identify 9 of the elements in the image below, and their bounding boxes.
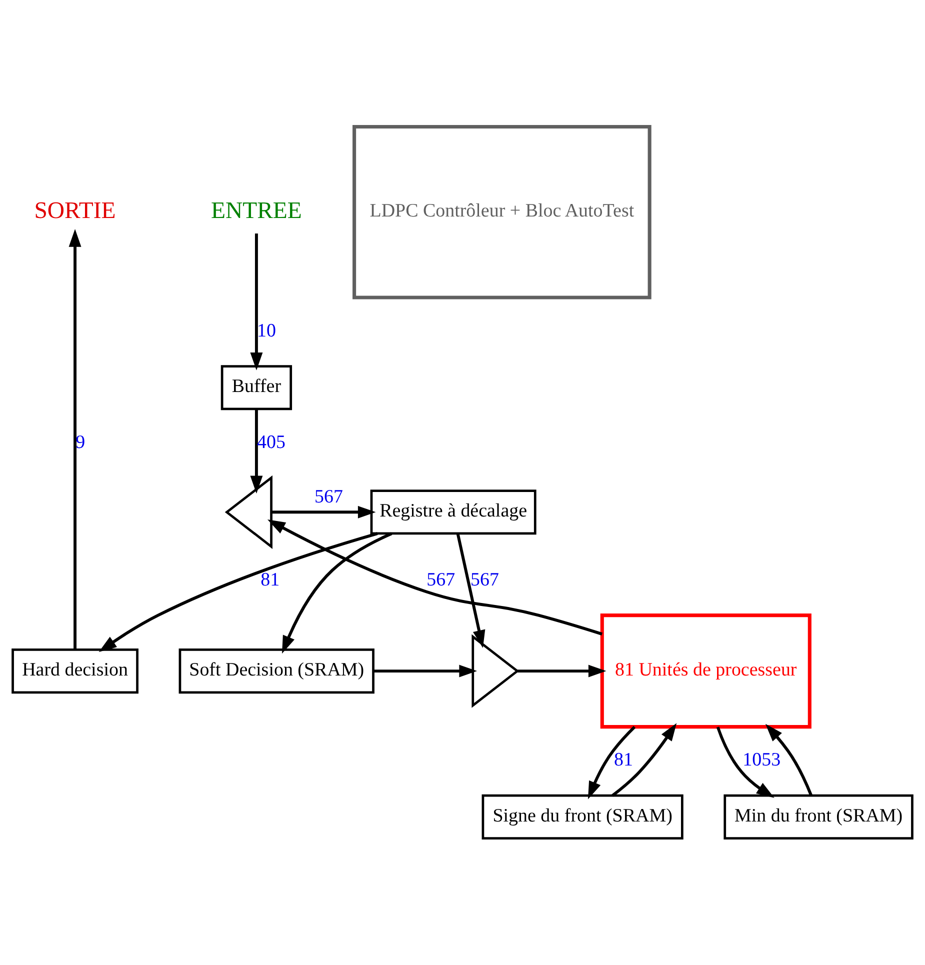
edge-label: 567 [426, 569, 456, 590]
edge-label: 1053 [742, 750, 781, 771]
edge-label: 81 [614, 750, 633, 771]
edge-label: 10 [257, 320, 276, 342]
node-text: SORTIE [34, 198, 116, 224]
node-text: ENTREE [211, 198, 302, 224]
edge-label: 81 [260, 569, 280, 590]
edge-label: 567 [470, 569, 499, 590]
edge-label: 567 [314, 486, 344, 508]
